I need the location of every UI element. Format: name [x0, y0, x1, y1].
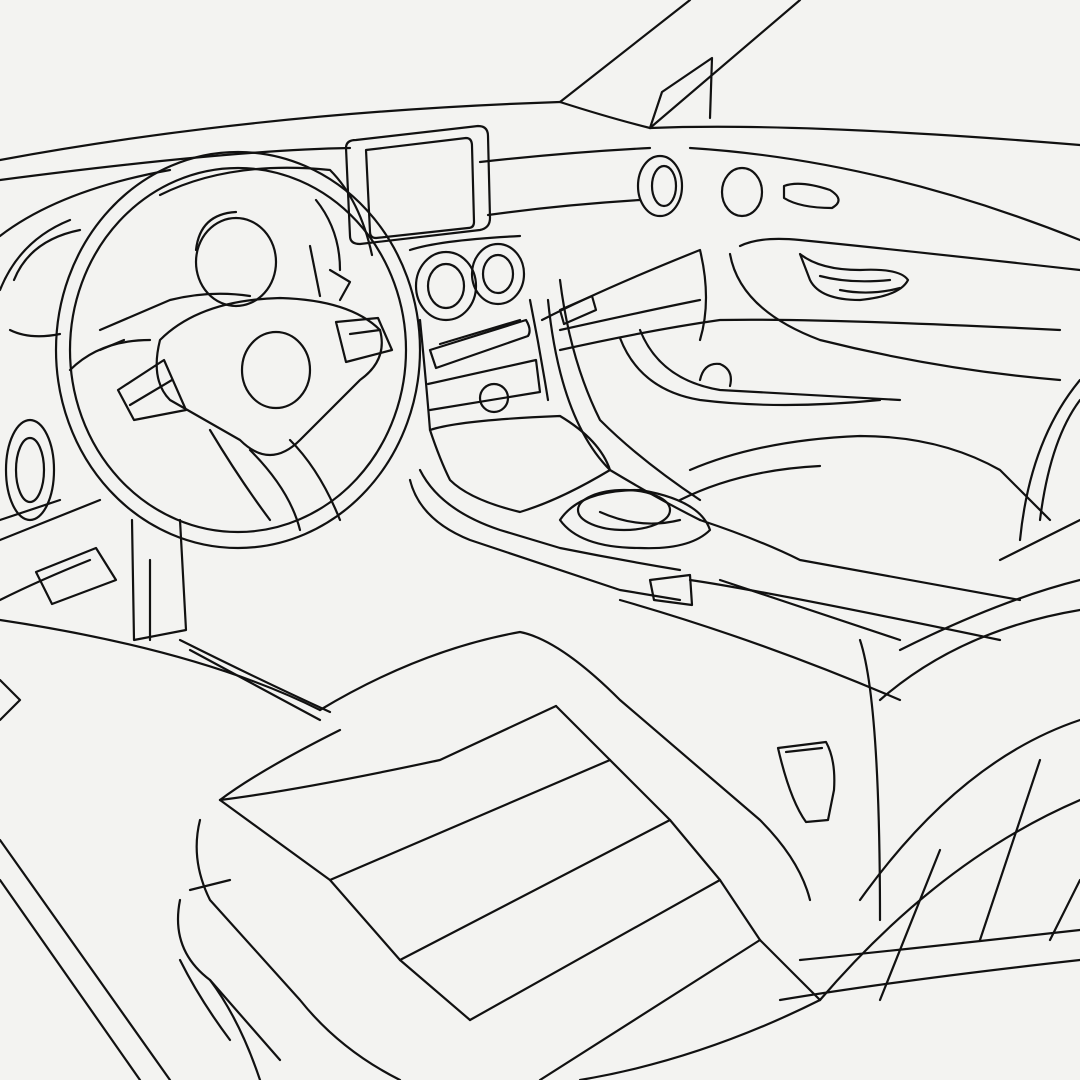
climate-controls — [418, 298, 550, 432]
left-dash — [0, 218, 322, 1080]
passenger-door — [728, 237, 1080, 542]
center-console — [408, 278, 1022, 702]
seat-belt-buckle — [776, 740, 836, 824]
passenger-seat — [678, 434, 1080, 1002]
infotainment-display — [344, 124, 492, 246]
center-air-vents — [408, 234, 526, 322]
driver-seat — [176, 630, 822, 1080]
steering-wheel — [54, 150, 422, 550]
pedal — [34, 546, 118, 606]
steering-column — [130, 518, 188, 642]
floor — [178, 638, 332, 722]
dashboard-top — [0, 100, 1080, 242]
passenger-dash — [540, 154, 1062, 407]
instrument-cluster — [158, 166, 374, 308]
windshield-frame — [558, 0, 802, 130]
